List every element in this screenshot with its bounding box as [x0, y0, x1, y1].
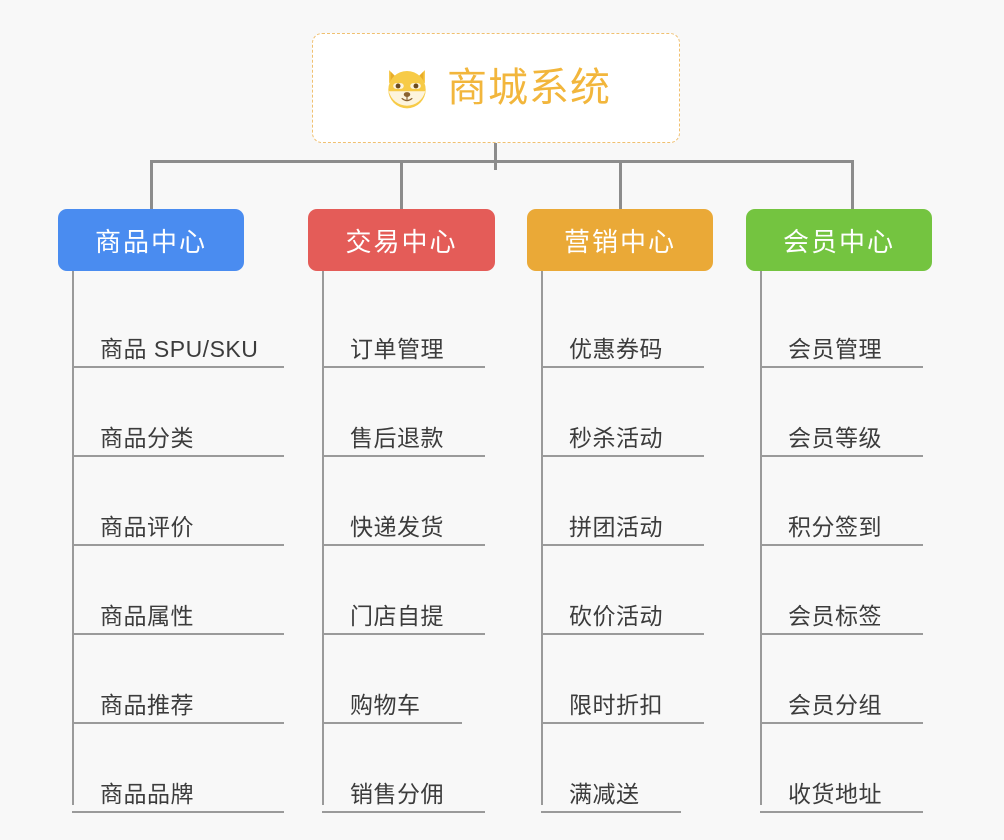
- leaf-item[interactable]: 销售分佣: [322, 724, 523, 813]
- leaf-item[interactable]: 购物车: [322, 635, 523, 724]
- category-column-member-center: 会员中心 会员管理 会员等级 积分签到 会员标签 会员分组 收货地址: [746, 209, 961, 813]
- leaf-item-label: 限时折扣: [569, 692, 663, 719]
- leaf-item[interactable]: 优惠券码: [541, 279, 742, 368]
- leaf-list-trade-center: 订单管理 售后退款 快递发货 门店自提 购物车 销售分佣: [322, 271, 523, 813]
- leaf-item-label: 砍价活动: [569, 603, 663, 630]
- leaf-item-label: 商品推荐: [100, 692, 194, 719]
- leaf-item-label: 订单管理: [350, 336, 444, 363]
- category-column-product-center: 商品中心 商品 SPU/SKU 商品分类 商品评价 商品属性 商品推荐 商品品牌: [58, 209, 288, 813]
- leaf-item-label: 会员等级: [788, 425, 882, 452]
- leaf-item[interactable]: 门店自提: [322, 546, 523, 635]
- category-header-product-center[interactable]: 商品中心: [58, 209, 244, 271]
- trunk-drop-connector-4: [851, 160, 854, 209]
- trunk-horizontal-connector: [150, 160, 854, 163]
- leaf-item[interactable]: 收货地址: [760, 724, 961, 813]
- category-column-marketing-center: 营销中心 优惠券码 秒杀活动 拼团活动 砍价活动 限时折扣 满减送: [527, 209, 742, 813]
- leaf-item[interactable]: 会员标签: [760, 546, 961, 635]
- leaf-list-marketing-center: 优惠券码 秒杀活动 拼团活动 砍价活动 限时折扣 满减送: [541, 271, 742, 813]
- leaf-item-label: 快递发货: [350, 514, 444, 541]
- leaf-item-label: 拼团活动: [569, 514, 663, 541]
- leaf-item[interactable]: 积分签到: [760, 457, 961, 546]
- leaf-item[interactable]: 秒杀活动: [541, 368, 742, 457]
- leaf-item-label: 商品 SPU/SKU: [100, 336, 259, 363]
- leaf-item[interactable]: 商品属性: [72, 546, 288, 635]
- leaf-item[interactable]: 拼团活动: [541, 457, 742, 546]
- leaf-spine: [760, 271, 762, 805]
- leaf-list-product-center: 商品 SPU/SKU 商品分类 商品评价 商品属性 商品推荐 商品品牌: [72, 271, 288, 813]
- leaf-item-label: 会员分组: [788, 692, 882, 719]
- leaf-item[interactable]: 商品推荐: [72, 635, 288, 724]
- leaf-item-label: 售后退款: [350, 425, 444, 452]
- leaf-item-label: 商品品牌: [100, 781, 194, 808]
- leaf-item-label: 门店自提: [350, 603, 444, 630]
- leaf-item[interactable]: 会员分组: [760, 635, 961, 724]
- leaf-item-label: 收货地址: [788, 781, 882, 808]
- root-title: 商城系统: [447, 66, 611, 110]
- leaf-item[interactable]: 满减送: [541, 724, 742, 813]
- leaf-item[interactable]: 商品品牌: [72, 724, 288, 813]
- category-header-marketing-center[interactable]: 营销中心: [527, 209, 713, 271]
- leaf-list-member-center: 会员管理 会员等级 积分签到 会员标签 会员分组 收货地址: [760, 271, 961, 813]
- trunk-drop-connector-2: [400, 160, 403, 209]
- leaf-item[interactable]: 商品评价: [72, 457, 288, 546]
- leaf-item-label: 秒杀活动: [569, 425, 663, 452]
- category-header-trade-center[interactable]: 交易中心: [308, 209, 495, 271]
- leaf-spine: [322, 271, 324, 805]
- leaf-item-label: 积分签到: [788, 514, 882, 541]
- leaf-item-label: 满减送: [569, 781, 640, 808]
- trunk-drop-connector-3: [619, 160, 622, 209]
- leaf-item[interactable]: 订单管理: [322, 279, 523, 368]
- leaf-spine: [72, 271, 74, 805]
- leaf-item-label: 会员管理: [788, 336, 882, 363]
- leaf-item[interactable]: 快递发货: [322, 457, 523, 546]
- leaf-item[interactable]: 会员等级: [760, 368, 961, 457]
- leaf-item[interactable]: 限时折扣: [541, 635, 742, 724]
- leaf-item-label: 商品属性: [100, 603, 194, 630]
- leaf-item[interactable]: 售后退款: [322, 368, 523, 457]
- shiba-dog-emoji: [388, 70, 426, 109]
- category-column-trade-center: 交易中心 订单管理 售后退款 快递发货 门店自提 购物车 销售分佣: [308, 209, 523, 813]
- leaf-item[interactable]: 商品 SPU/SKU: [72, 279, 288, 368]
- leaf-item[interactable]: 商品分类: [72, 368, 288, 457]
- trunk-drop-connector-1: [150, 160, 153, 209]
- leaf-item-label: 购物车: [350, 692, 421, 719]
- leaf-spine: [541, 271, 543, 805]
- trunk-stem-connector: [494, 143, 497, 170]
- leaf-item[interactable]: 砍价活动: [541, 546, 742, 635]
- leaf-item[interactable]: 会员管理: [760, 279, 961, 368]
- leaf-item-label: 优惠券码: [569, 336, 663, 363]
- root-node[interactable]: 商城系统: [312, 33, 680, 143]
- category-header-member-center[interactable]: 会员中心: [746, 209, 932, 271]
- leaf-item-label: 会员标签: [788, 603, 882, 630]
- leaf-item-label: 销售分佣: [350, 781, 444, 808]
- leaf-item-label: 商品评价: [100, 514, 194, 541]
- leaf-item-label: 商品分类: [100, 425, 194, 452]
